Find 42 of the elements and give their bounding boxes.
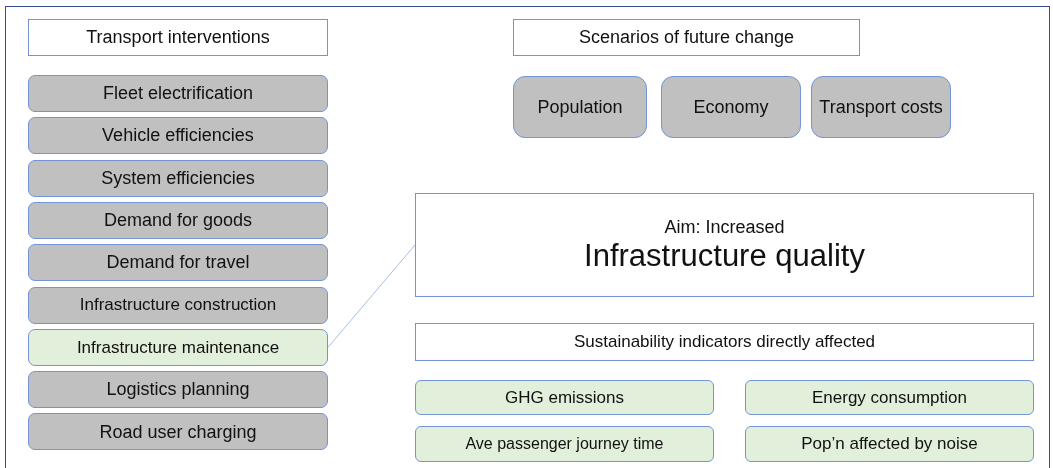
box-label: Sustainability indicators directly affected [573, 332, 876, 352]
box-label: Logistics planning [106, 379, 250, 400]
box-label: Population [537, 96, 623, 118]
rounded-box [661, 76, 801, 138]
heading-box [415, 193, 1034, 297]
heading-box [513, 19, 860, 56]
box-label: Scenarios of future change [578, 27, 795, 48]
rounded-box [28, 244, 328, 282]
heading-box [28, 19, 328, 56]
rounded-box [28, 286, 328, 324]
box-label: Fleet electrification [102, 83, 254, 104]
rounded-box [28, 159, 328, 197]
rounded-box [513, 76, 647, 138]
box-label: Pop’n affected by noise [801, 434, 978, 454]
box-label: System efficiencies [101, 167, 255, 189]
heading: Infrastructure quality [584, 237, 865, 274]
subheading: Aim: Increased [664, 216, 785, 238]
box-label: Ave passenger journey time [465, 434, 664, 454]
box-label: Infrastructure construction [79, 295, 277, 315]
box-label: Energy consumption [812, 387, 967, 408]
box-label: Vehicle efficiencies [102, 125, 254, 147]
rounded-box [28, 75, 328, 112]
rounded-box [745, 380, 1034, 415]
box-label: Transport costs [819, 96, 943, 118]
rounded-box [28, 328, 328, 366]
rounded-box [745, 426, 1034, 462]
rounded-box [28, 201, 328, 239]
box-label: GHG emissions [505, 387, 624, 408]
rounded-box [28, 371, 328, 409]
box-label: Infrastructure maintenance [76, 337, 280, 358]
box-label: Demand for goods [103, 210, 253, 231]
rounded-box [811, 76, 951, 138]
box-label: Transport interventions [86, 27, 270, 48]
heading-box [415, 323, 1034, 361]
box-label: Economy [693, 96, 769, 118]
connector-line [327, 244, 416, 348]
rounded-box [28, 117, 328, 155]
box-label: Demand for travel [106, 252, 250, 274]
box-label: Road user charging [99, 421, 257, 443]
rounded-box [415, 426, 714, 462]
rounded-box [28, 413, 328, 451]
rounded-box [415, 380, 714, 415]
